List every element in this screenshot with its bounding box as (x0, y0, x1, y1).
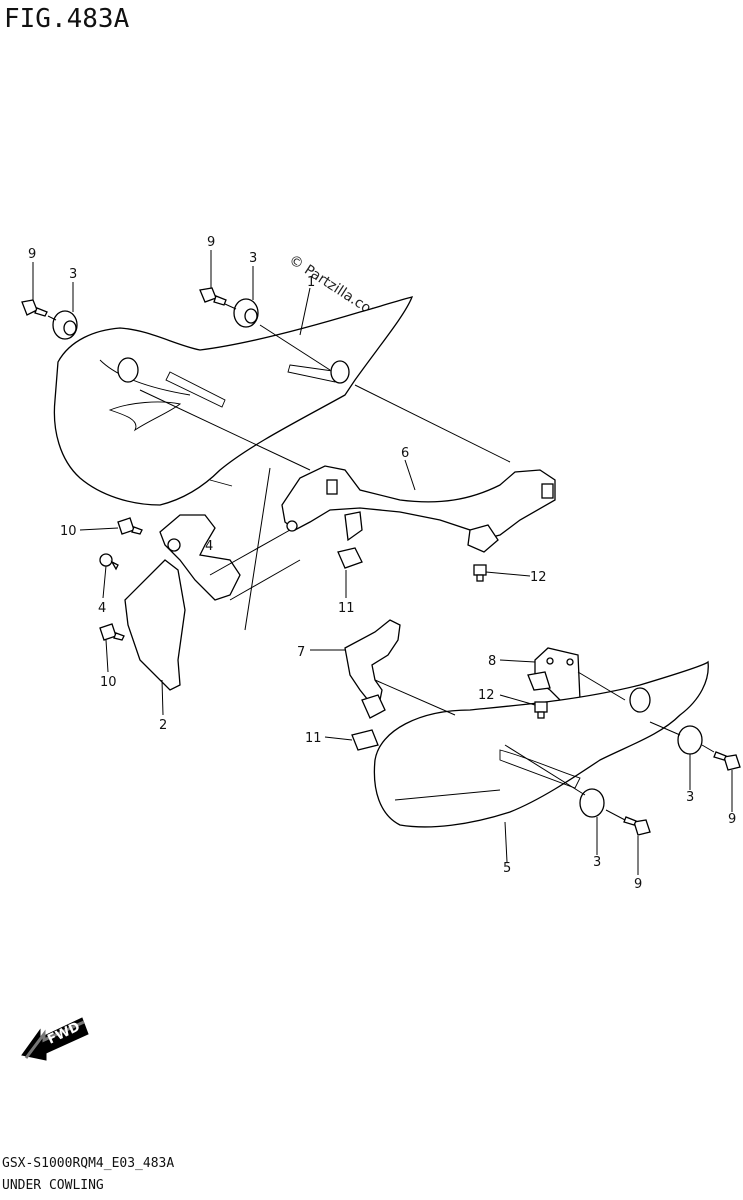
callout-3: 3 (249, 251, 257, 266)
callout-4: 4 (98, 601, 106, 616)
callout-9: 9 (728, 812, 736, 827)
part-7-bracket (344, 619, 401, 706)
part-2-side-panel (124, 514, 241, 691)
part-8-bracket (527, 647, 581, 706)
callout-3: 3 (593, 855, 601, 870)
callout-2: 2 (159, 718, 167, 733)
callout-3: 3 (686, 790, 694, 805)
callout-9: 9 (634, 877, 642, 892)
callout-12: 12 (478, 688, 495, 703)
model-code: GSX-S1000RQM4_E03_483A (2, 1156, 175, 1171)
callout-6: 6 (401, 446, 409, 461)
callout-3: 3 (69, 267, 77, 282)
part-1-upper-cowling (53, 296, 414, 506)
part-6-bracket (281, 465, 556, 553)
callout-7: 7 (297, 645, 305, 660)
callout-9: 9 (28, 247, 36, 262)
callout-5: 5 (503, 861, 511, 876)
callout-10: 10 (100, 675, 117, 690)
part-5-lower-cowling (373, 660, 709, 828)
callout-1: 1 (307, 275, 315, 290)
callout-8: 8 (488, 654, 496, 669)
figure-title: FIG.483A (4, 4, 130, 34)
callout-9: 9 (207, 235, 215, 250)
forward-direction-arrow: FWD (21, 1017, 89, 1061)
section-name: UNDER COWLING (2, 1178, 104, 1193)
hardware (21, 287, 741, 836)
assembly-lines (32, 250, 733, 875)
callout-10: 10 (60, 524, 77, 539)
callout-11: 11 (338, 601, 355, 616)
callout-11: 11 (305, 731, 322, 746)
callout-12: 12 (530, 570, 547, 585)
callout-4: 4 (205, 539, 213, 554)
callout-labels: 9 3 9 3 1 6 10 4 4 12 11 10 2 7 8 12 11 … (28, 235, 736, 892)
